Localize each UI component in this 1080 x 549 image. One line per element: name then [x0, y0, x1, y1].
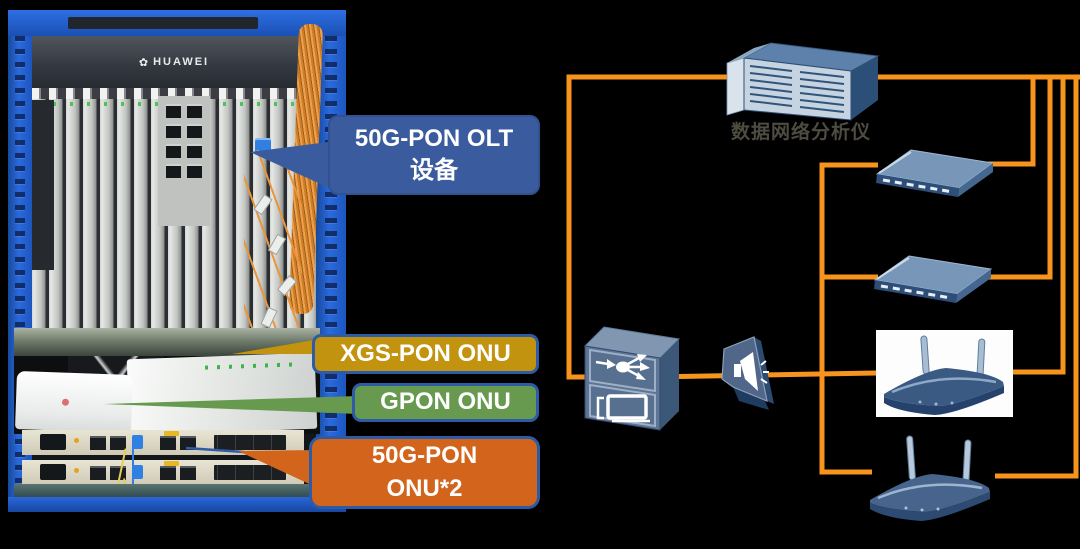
card-latches	[32, 88, 316, 99]
lc-connector-block	[40, 464, 66, 480]
rj45-port	[180, 436, 196, 450]
olt-chassis-header: ✿ HUAWEI	[32, 36, 316, 88]
50g-pon-sfp-module	[255, 138, 271, 153]
ethernet-switch-1-icon	[875, 149, 995, 197]
rj45-port	[90, 466, 106, 480]
rack-holes	[15, 10, 25, 512]
switch1-uplink	[988, 77, 1036, 167]
olt-node-icon	[583, 326, 681, 431]
power-led	[74, 438, 79, 443]
rack-top-bar	[8, 10, 346, 36]
rj45-port	[160, 466, 176, 480]
sfp-cage	[214, 465, 286, 480]
label-line: ONU*2	[386, 474, 463, 502]
optical-splitter-icon	[721, 336, 774, 410]
splitter-bus-line	[819, 162, 878, 475]
terminal-glyph	[596, 394, 650, 423]
blue-connector	[132, 435, 143, 449]
rj45-port	[160, 436, 176, 450]
vent-slot	[68, 17, 258, 29]
rj45-port	[90, 436, 106, 450]
callout-pointers	[104, 141, 358, 488]
sfp-cage	[214, 435, 286, 450]
ethernet-switch-2-icon	[873, 255, 993, 303]
empty-slot	[32, 100, 54, 270]
label-line: 设备	[410, 157, 458, 184]
label-xgs-pon-onu: XGS-PON ONU	[312, 334, 539, 374]
label-gpon-onu: GPON ONU	[352, 383, 539, 422]
onu2-callout-tail	[238, 450, 318, 488]
power-led	[74, 468, 79, 473]
blue-fiber	[132, 440, 134, 506]
50g-pon-onu-device-2	[22, 460, 304, 485]
label-line: XGS-PON ONU	[340, 339, 511, 367]
switch2-uplink	[988, 77, 1053, 280]
wireless-router-1-icon	[876, 330, 1013, 417]
splitter-glyph	[595, 354, 650, 380]
rj45-port	[110, 436, 126, 450]
speaker-glyph	[734, 352, 769, 391]
network-analyzer-chassis-icon	[726, 42, 880, 121]
wireless-router-2-icon	[870, 435, 990, 521]
lc-connector-block	[40, 434, 66, 450]
barcode-label	[164, 431, 179, 436]
router1-uplink	[1012, 77, 1066, 375]
uplink-port-module	[158, 96, 210, 226]
olt-rack-photo: ✿ HUAWEI	[8, 10, 346, 512]
label-50g-pon-olt: 50G-PON OLT 设备	[328, 115, 540, 195]
label-50g-pon-onu2: 50G-PON ONU*2	[309, 436, 540, 509]
network-analyzer-label: 数据网络分析仪	[731, 122, 872, 143]
rj45-port	[180, 466, 196, 480]
olt-callout-tail	[250, 141, 336, 191]
barcode-label	[164, 461, 179, 466]
label-line: 50G-PON	[371, 442, 478, 470]
rack-bottom-bar	[8, 497, 346, 512]
huawei-flower-icon: ✿	[138, 56, 149, 69]
label-line: GPON ONU	[380, 388, 511, 416]
huawei-brand-text: HUAWEI	[153, 56, 210, 68]
onu2-callout-line	[185, 446, 245, 454]
gpon-callout-tail	[104, 396, 358, 414]
xgs-callout-tail	[232, 339, 320, 354]
rack-lower-shelf	[14, 484, 320, 498]
router2-uplink	[995, 77, 1079, 479]
label-line: 50G-PON OLT	[354, 124, 514, 152]
blue-connector	[132, 465, 143, 479]
onu-shelf-area	[14, 352, 320, 436]
